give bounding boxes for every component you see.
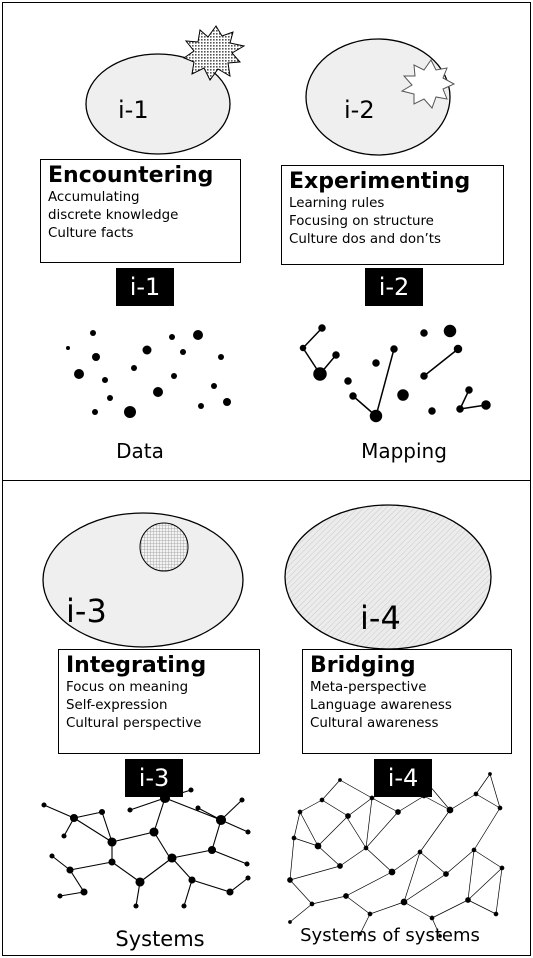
stage-4-oval-label: i-4 (360, 599, 401, 637)
stage-4-line-2: Language awareness (310, 698, 452, 713)
stage-1-line-1: Accumulating (48, 190, 140, 205)
stage-2-caption: Mapping (361, 439, 447, 463)
stage-4-title: Bridging (310, 653, 416, 678)
systems-of-systems-network (287, 770, 505, 938)
stage-3-line-2: Self-expression (66, 698, 168, 713)
mapping-network (299, 324, 491, 423)
stage-4-tag: i-4 (374, 759, 432, 797)
stage-3-line-3: Cultural perspective (66, 716, 202, 731)
stage-1-starburst (182, 25, 246, 81)
stage-3-oval-label: i-3 (66, 592, 107, 630)
stage-1-tag: i-1 (116, 268, 174, 306)
systems-network (41, 778, 251, 909)
stage-1-title: Encountering (48, 163, 214, 188)
stage-3-tag: i-3 (125, 759, 183, 797)
data-dots (66, 330, 231, 418)
stage-2-line-2: Focusing on structure (289, 214, 434, 229)
stage-3-inner-circle (139, 522, 189, 572)
stage-1-oval-label: i-1 (118, 96, 149, 124)
stage-2-title: Experimenting (289, 169, 471, 194)
stage-1-line-3: Culture facts (48, 226, 134, 241)
stage-3-title: Integrating (66, 653, 207, 678)
stage-2-oval-label: i-2 (344, 96, 375, 124)
top-panel (2, 2, 531, 481)
bottom-panel (2, 481, 531, 956)
stage-2-line-3: Culture dos and don’ts (289, 232, 442, 247)
stage-1-line-2: discrete knowledge (48, 208, 179, 223)
stage-4-line-1: Meta-perspective (310, 680, 427, 695)
stage-2-description-box: Experimenting Learning rules Focusing on… (281, 165, 504, 265)
stage-1-oval (85, 53, 231, 155)
stage-3-caption: Systems (115, 927, 205, 951)
stage-3-line-1: Focus on meaning (66, 680, 189, 695)
stage-2-starburst (400, 59, 456, 109)
stage-4-caption: Systems of systems (300, 925, 480, 946)
stage-2-line-1: Learning rules (289, 196, 385, 211)
stage-4-line-3: Cultural awareness (310, 716, 439, 731)
stage-1-description-box: Encountering Accumulating discrete knowl… (40, 159, 241, 263)
stage-2-tag: i-2 (365, 268, 423, 306)
stage-3-description-box: Integrating Focus on meaning Self-expres… (58, 649, 260, 754)
stage-1-caption: Data (116, 439, 164, 463)
stage-3-oval (42, 512, 244, 648)
stage-4-description-box: Bridging Meta-perspective Language aware… (302, 649, 512, 754)
